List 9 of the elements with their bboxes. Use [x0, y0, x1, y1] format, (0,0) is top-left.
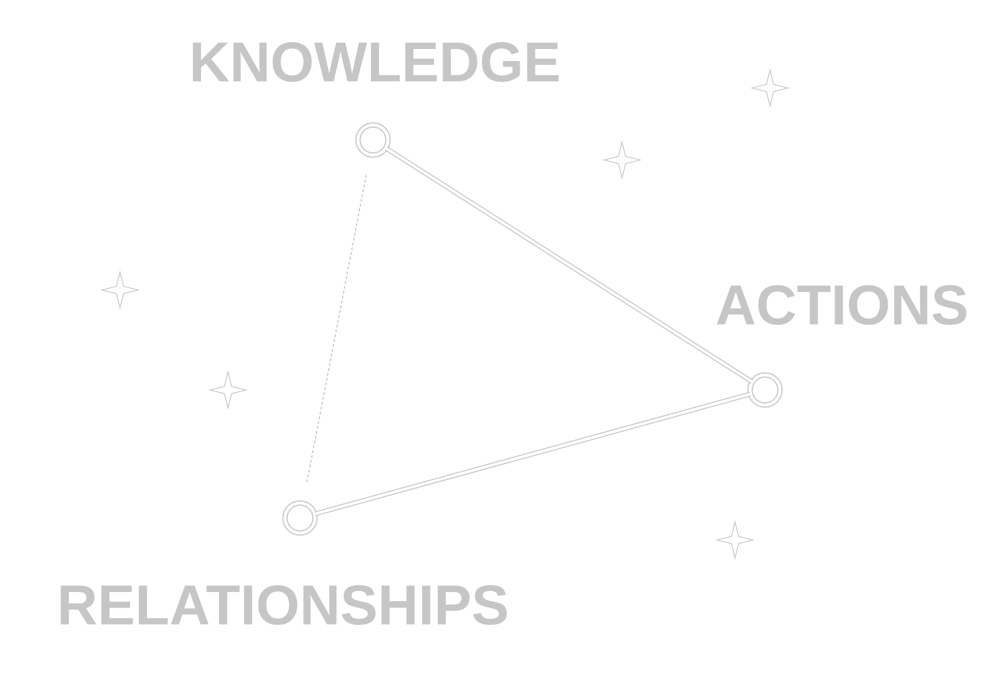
node-label: RELATIONSHIPS	[60, 585, 507, 625]
connector-line	[384, 146, 754, 384]
connector-line	[306, 174, 367, 484]
circle-node: KNOWLEDGE	[192, 42, 559, 158]
node-label: ACTIONS	[716, 285, 966, 325]
circle-node: RELATIONSHIPS	[60, 500, 507, 625]
connector-line	[314, 392, 751, 516]
circle-node: ACTIONS	[716, 285, 966, 408]
node-label: KNOWLEDGE	[192, 42, 559, 82]
